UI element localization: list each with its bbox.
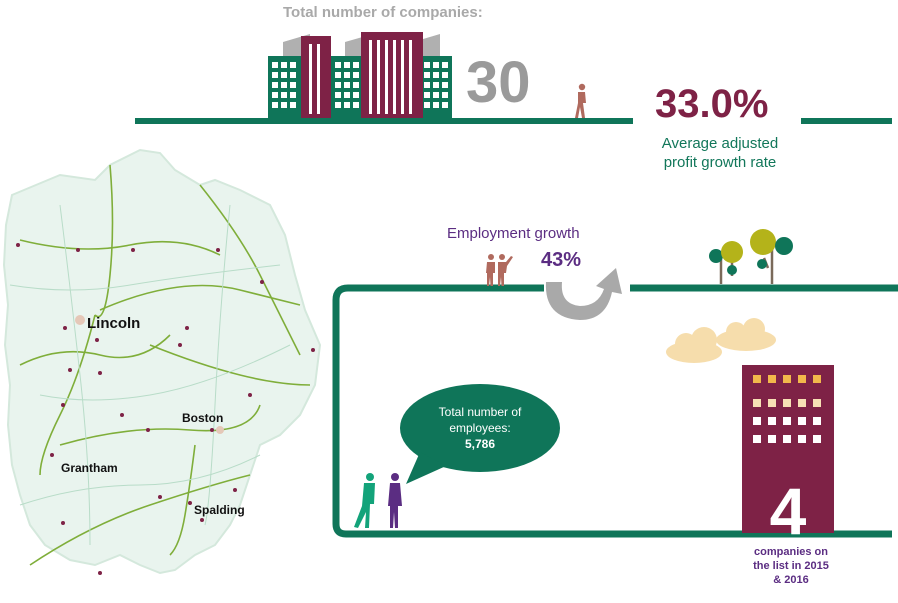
employees-label-line2: employees: [449,421,511,435]
green-frame [332,284,898,538]
top-baseline-left [135,118,633,124]
profit-growth-label: Average adjusted profit growth rate [650,134,790,172]
growth-arrow-icon [545,268,622,320]
map-outline [2,148,322,575]
employment-growth-value: 43% [541,249,582,271]
employees-bubble-text: Total number of employees: 5,786 [420,404,540,452]
people-pointing-icon [486,254,513,286]
city-label-spalding: Spalding [194,503,245,517]
trees-icon [709,229,793,284]
repeat-companies-line1: companies on [754,546,828,558]
walking-person-icon [575,83,586,118]
city-label-grantham: Grantham [61,461,118,475]
total-companies-label: Total number of companies: [283,4,483,21]
lincolnshire-map [2,148,322,575]
repeat-companies-label: companies on the list in 2015 & 2016 [735,545,847,587]
city-label-boston: Boston [182,411,224,425]
clouds-icon [666,318,776,363]
speech-bubble [400,384,560,484]
profit-growth-value: 33.0% [655,82,769,126]
employment-growth-label: Employment growth [447,225,580,242]
repeat-companies-line2: the list in 2015 [753,560,829,572]
employees-label-line1: Total number of [438,405,522,419]
profit-label-line2: profit growth rate [663,154,777,171]
tall-building-icon [742,365,834,533]
company-buildings-icon [268,32,452,120]
profit-label-line1: Average adjusted [661,135,779,152]
repeat-companies-value: 4 [769,474,807,548]
employees-people-icon [354,473,402,528]
repeat-companies-line3: & 2016 [773,574,809,586]
total-companies-value: 30 [466,50,531,115]
employees-value: 5,786 [464,437,496,451]
city-label-lincoln: Lincoln [87,315,141,332]
top-baseline-right [801,118,892,124]
